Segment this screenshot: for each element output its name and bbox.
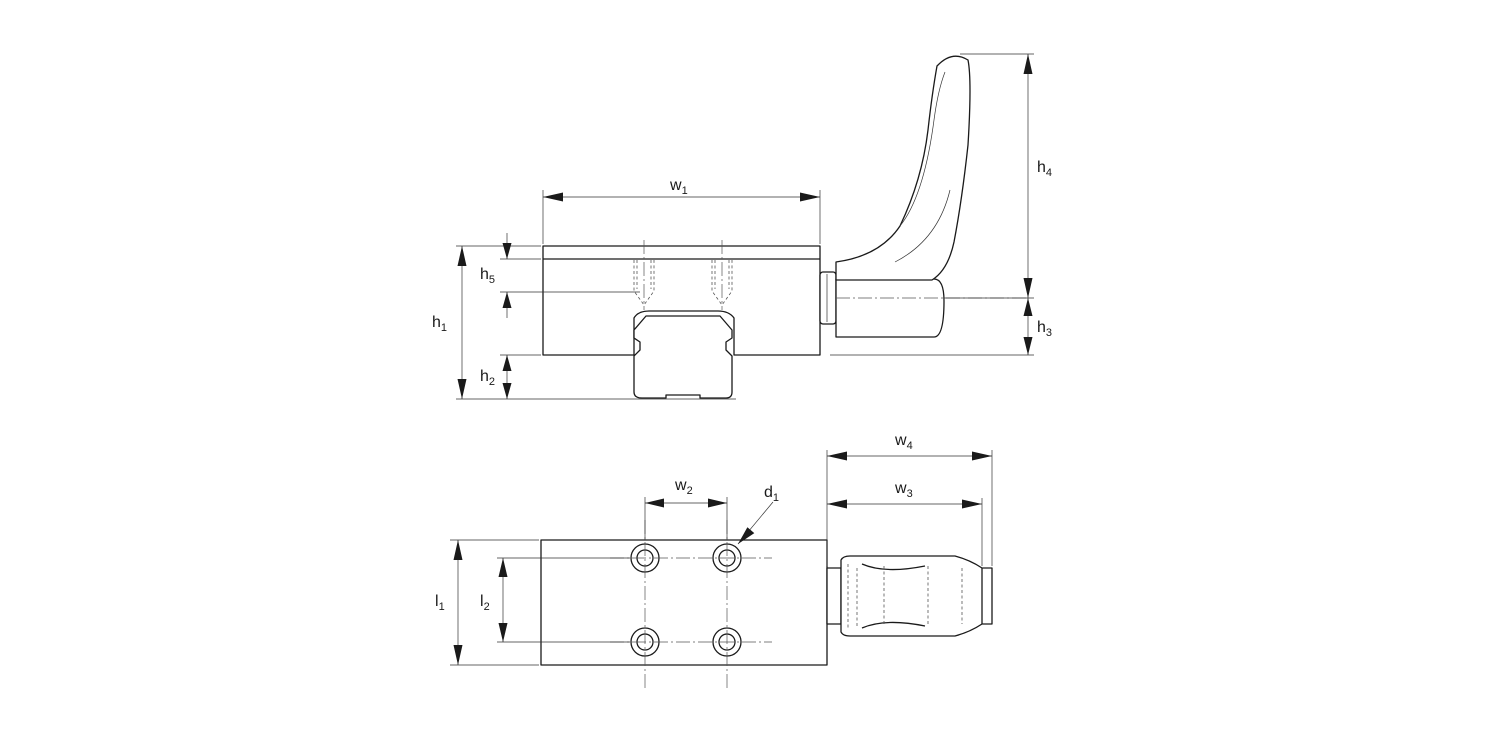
dim-label-w2: w2 xyxy=(674,477,693,497)
dim-label-d1: d1 xyxy=(764,484,779,504)
top-view xyxy=(540,520,993,688)
mounting-holes xyxy=(610,520,772,688)
dimension-labels: w1 h1 h5 h2 h4 h3 l1 l2 w2 d1 w4 w3 xyxy=(432,159,1052,613)
lever-handle xyxy=(835,55,971,281)
dim-label-l2: l2 xyxy=(480,593,490,613)
dim-label-h3: h3 xyxy=(1037,319,1052,339)
dim-label-w1: w1 xyxy=(669,177,688,197)
dim-label-h1: h1 xyxy=(432,314,447,334)
dimension-lines xyxy=(457,54,1029,665)
dim-label-h2: h2 xyxy=(480,368,495,388)
dim-label-h4: h4 xyxy=(1037,159,1052,179)
carriage-body xyxy=(542,245,821,356)
clamp-lever-side xyxy=(819,55,1028,338)
dim-label-h5: h5 xyxy=(480,266,495,286)
lever-collar-top xyxy=(826,567,842,625)
carriage-top xyxy=(540,539,828,666)
hidden-holes xyxy=(633,240,733,310)
front-view xyxy=(542,55,1028,399)
clamp-lever-top xyxy=(826,555,993,637)
dim-label-l1: l1 xyxy=(435,593,445,613)
arrowheads xyxy=(453,54,1033,665)
lever-collar xyxy=(819,271,837,325)
dimensions: w1 h1 h5 h2 h4 h3 l1 l2 w2 d1 w4 w3 xyxy=(432,53,1052,666)
guide-rail xyxy=(633,315,733,399)
dim-label-w3: w3 xyxy=(894,480,913,500)
dim-label-w4: w4 xyxy=(894,432,913,452)
lever-hub xyxy=(835,278,945,338)
lever-handle-top xyxy=(840,555,993,637)
